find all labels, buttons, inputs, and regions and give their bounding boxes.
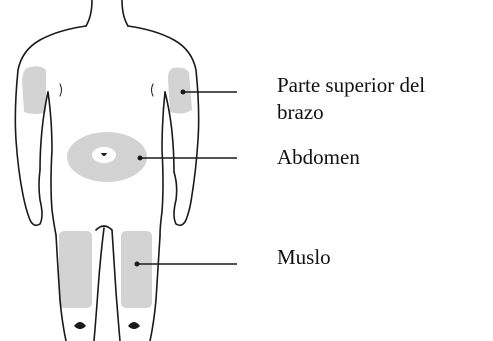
label-upper-arm: Parte superior del brazo <box>277 72 425 126</box>
injection-zone-right-arm <box>168 68 192 114</box>
injection-zones <box>22 66 192 308</box>
injection-zone-left-arm <box>22 66 46 114</box>
label-thigh: Muslo <box>277 244 331 271</box>
right-knee-mark <box>128 322 140 329</box>
injection-zone-left-thigh <box>59 231 92 308</box>
pointer-dot-thigh <box>135 262 140 267</box>
injection-zone-right-thigh <box>121 231 152 308</box>
pointer-dot-arm <box>181 90 186 95</box>
label-upper-arm-line1: Parte superior del <box>277 72 425 99</box>
label-abdomen: Abdomen <box>277 144 360 171</box>
left-knee-mark <box>74 322 86 329</box>
pointer-dot-abdomen <box>138 156 143 161</box>
label-upper-arm-line2: brazo <box>277 99 425 126</box>
